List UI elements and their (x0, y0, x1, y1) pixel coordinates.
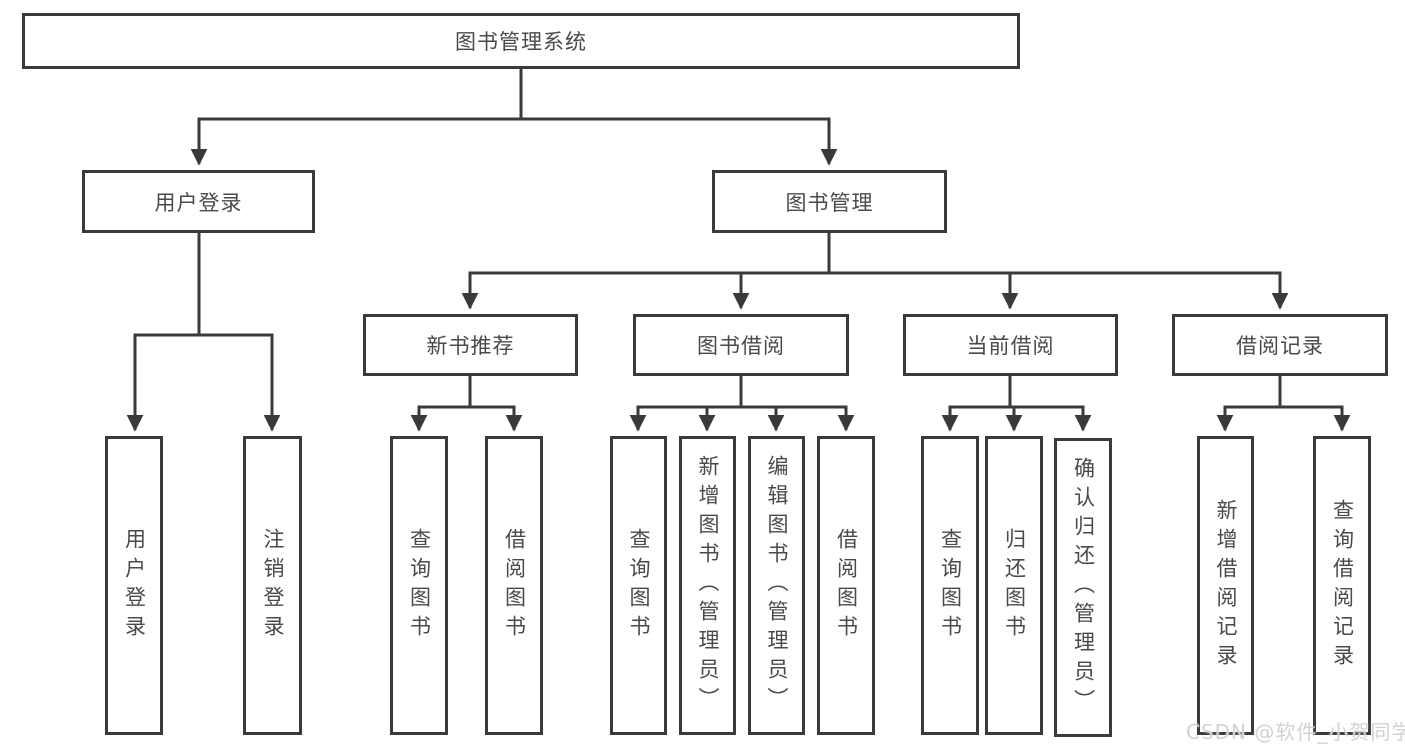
connector-user-login-children (126, 233, 281, 432)
node-user-login: 用户登录 (82, 170, 315, 233)
leaf-borrowing-borrow-books: 借阅图书 (817, 436, 875, 735)
connector-book-management-children (461, 233, 1289, 310)
leaf-current-return-books: 归还图书 (985, 436, 1043, 735)
leaf-user-login: 用户登录 (105, 436, 163, 735)
node-book-management: 图书管理 (712, 170, 947, 233)
connector-book-borrowing-children (629, 376, 855, 432)
leaf-current-query-books: 查询图书 (921, 436, 979, 735)
leaf-borrowing-edit-books-admin: 编辑图书（管理员） (748, 436, 805, 735)
node-library-management-system: 图书管理系统 (22, 13, 1020, 69)
leaf-borrowing-add-books-admin: 新增图书（管理员） (679, 436, 736, 735)
csdn-watermark: CSDN @软件_小贺同学 (1186, 720, 1405, 744)
leaf-records-query-borrow-record: 查询借阅记录 (1313, 436, 1371, 735)
connector-current-borrowing-children (941, 376, 1092, 432)
node-borrowing-records: 借阅记录 (1172, 314, 1388, 376)
node-new-book-recommend: 新书推荐 (363, 314, 578, 376)
leaf-recommend-borrow-books: 借阅图书 (485, 436, 543, 735)
node-book-borrowing: 图书借阅 (633, 314, 849, 376)
node-current-borrowing: 当前借阅 (903, 314, 1118, 376)
leaf-records-add-borrow-record: 新增借阅记录 (1197, 436, 1254, 735)
leaf-borrowing-query-books: 查询图书 (610, 436, 667, 735)
leaf-current-confirm-return-admin: 确认归还（管理员） (1054, 438, 1112, 737)
leaf-recommend-query-books: 查询图书 (390, 436, 448, 735)
connector-root-to-level2 (190, 69, 838, 166)
connector-new-book-recommend-children (410, 376, 523, 432)
leaf-logout: 注销登录 (243, 436, 302, 735)
connector-borrowing-records-children (1216, 376, 1351, 432)
